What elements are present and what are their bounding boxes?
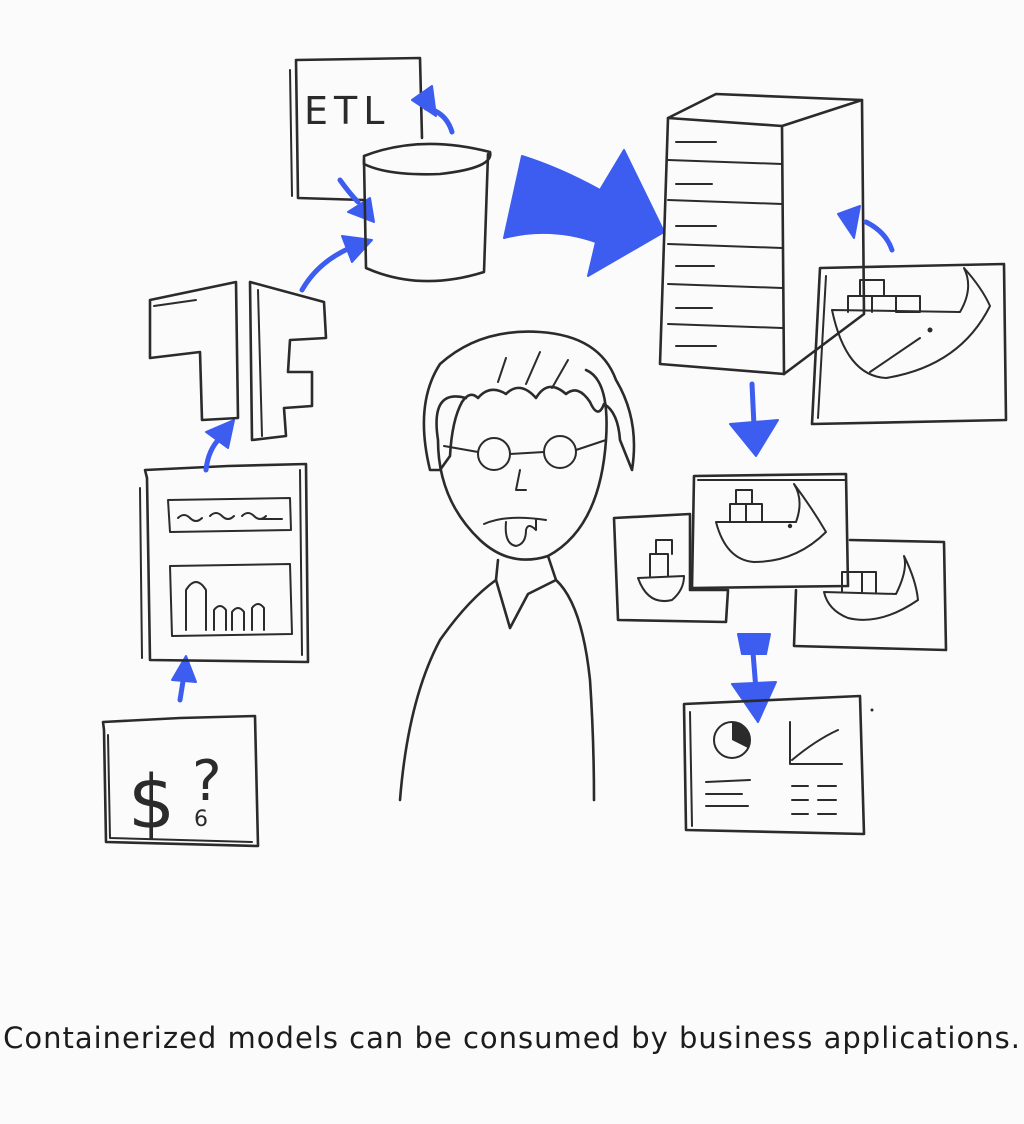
arrow-notebook-to-tensorflow-icon [203, 419, 235, 473]
figure-caption: Containerized models can be consumed by … [3, 1021, 1021, 1055]
big-arrow-to-server-icon [503, 149, 665, 277]
arrow-containers-to-app-icon [731, 633, 777, 723]
docker-container-card [810, 262, 1008, 426]
arrow-database-to-etl-icon [411, 85, 455, 135]
arrow-container-to-server-icon [837, 205, 895, 253]
container-card-left [612, 512, 730, 624]
arrow-server-to-containers-icon [729, 381, 779, 457]
question-mark: ? [192, 749, 222, 814]
docker-whale-icon [831, 267, 991, 379]
database-cylinder [362, 142, 492, 283]
notebook-card [139, 462, 310, 664]
person-figure [398, 330, 636, 802]
glasses-right-lens-icon [543, 435, 577, 469]
arrow-etl-to-database-icon [337, 177, 375, 223]
workflow-sketch: $ ? 6 ETL [101, 56, 1008, 848]
etl-label: ETL [304, 89, 390, 133]
etl-document: ETL [289, 56, 424, 202]
server-rack [658, 92, 866, 376]
dollar-sign: $ [128, 760, 175, 846]
container-card-right [792, 538, 948, 652]
tensorflow-logo [148, 280, 328, 442]
glasses-left-lens-icon [477, 437, 511, 471]
business-question-card: $ ? 6 [101, 714, 260, 848]
arrow-tensorflow-to-database-icon [299, 235, 373, 293]
arrow-question-to-notebook-icon [171, 655, 197, 703]
number-six: 6 [194, 807, 208, 832]
container-cluster [612, 472, 948, 652]
container-card-center [690, 472, 850, 590]
business-app-dashboard [682, 694, 874, 836]
